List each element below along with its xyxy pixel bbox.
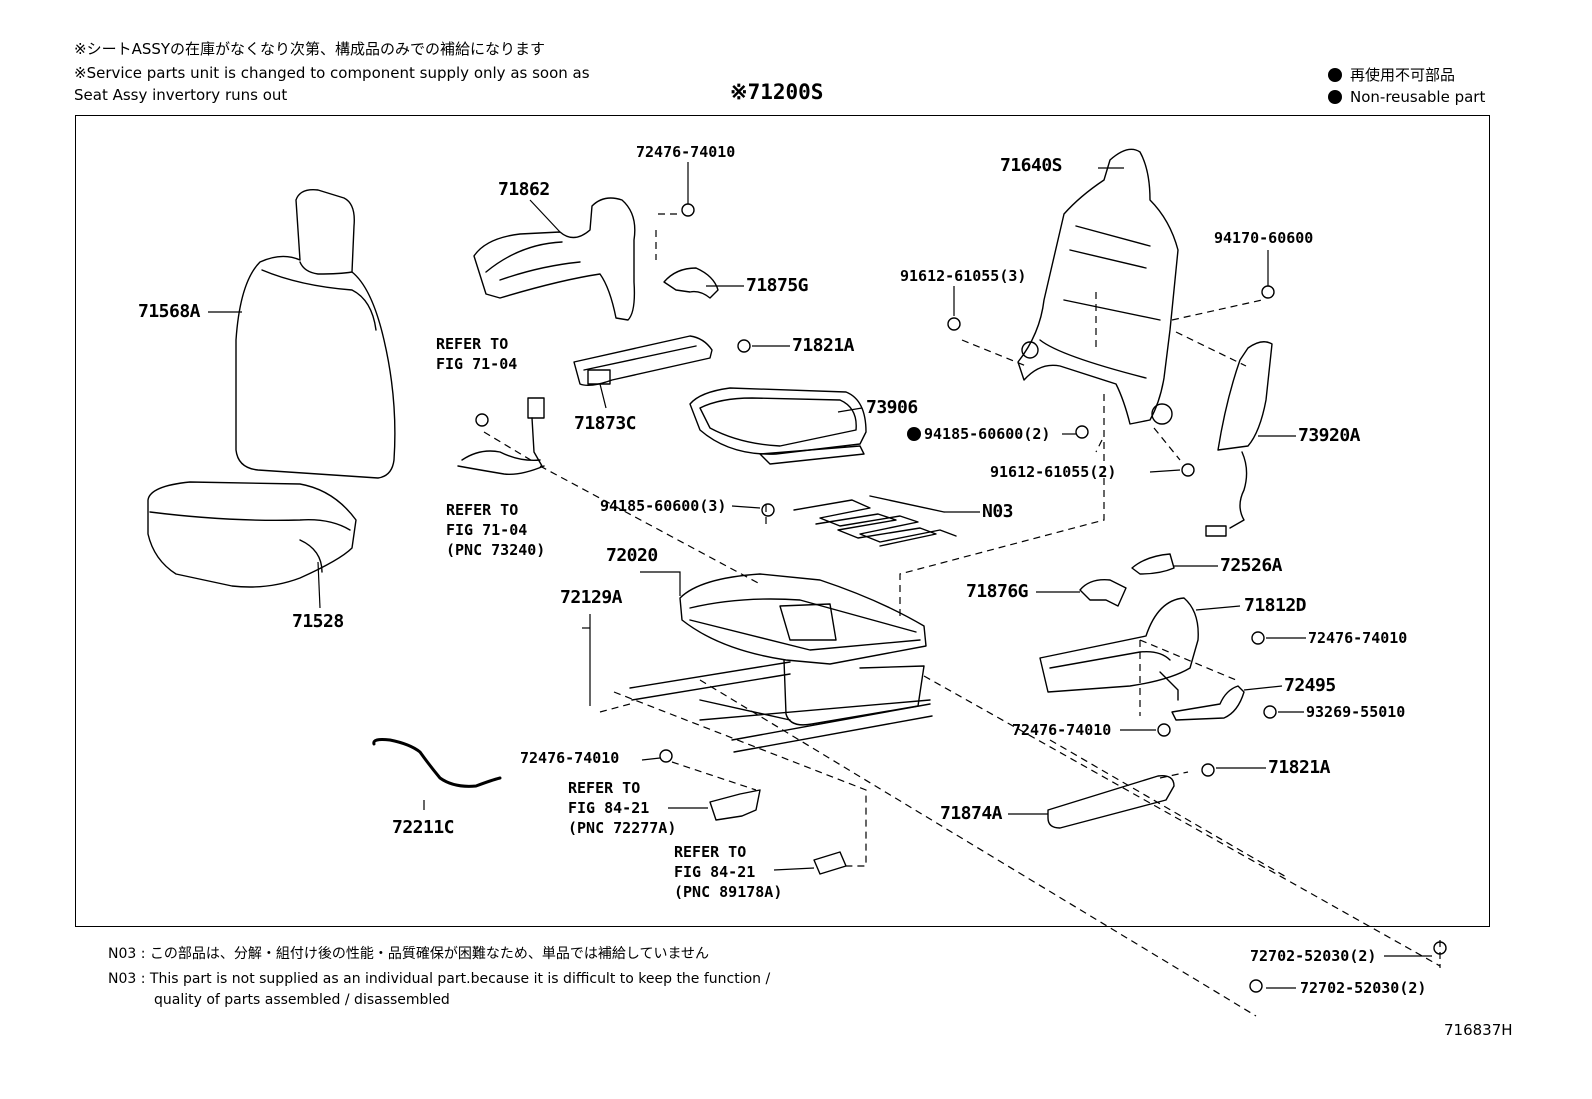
reference-line: REFER TO [446,501,519,519]
reference-line: (PNC 73240) [446,541,546,559]
seat-frame-72020-shape [629,573,933,753]
part-label-72702-52030-upper: 72702-52030(2) [1250,947,1377,965]
cover-71873c-shape [573,335,713,387]
non-reusable-dot-icon [907,427,921,441]
bolt-icon [1201,763,1215,777]
release-handle-72495-shape [1171,685,1245,721]
reference-line: REFER TO [568,779,641,797]
bolt-icon [1263,705,1277,719]
knob-72526a-shape [1131,553,1175,575]
assembly-number: ※71200S [730,80,824,104]
part-label-72020: 72020 [606,545,658,566]
figure-id: 716837H [1444,1021,1513,1039]
connector-72277a-shape [709,789,761,821]
legend-label-en: Non-reusable part [1350,88,1486,106]
part-label-72476-74010-top: 72476-74010 [636,143,736,161]
part-label-71528: 71528 [292,611,344,632]
part-label-72702-52030-lower: 72702-52030(2) [1300,979,1427,997]
bolt-icon [475,413,489,427]
reference-fig-84-21-b: REFER TO FIG 84-21 (PNC 89178A) [674,842,782,902]
footnote-n03-en-line1: N03 : This part is not supplied as an in… [108,971,771,987]
bolt-icon [1181,463,1195,477]
shield-71812d-shape [1039,597,1199,701]
bolt-icon [659,749,673,763]
seat-shield-shape [473,197,636,321]
part-label-72476-74010-left: 72476-74010 [520,749,620,767]
part-label-71812D: 71812D [1244,595,1307,616]
supply-note-en-line1: ※Service parts unit is changed to compon… [74,64,590,82]
spring-n03-shape [793,495,957,547]
part-label-94170-60600: 94170-60600 [1214,229,1314,247]
part-label-91612-61055-3: 91612-61055(3) [900,267,1027,285]
cover-71874a-shape [1047,775,1175,829]
part-label-72211C: 72211C [392,817,455,838]
side-airbag-73920a-shape [1205,341,1273,537]
part-label-72495: 72495 [1284,675,1336,696]
connector-89178a-shape [813,851,847,875]
bolt-icon [1249,979,1263,993]
reference-fig-84-21-a: REFER TO FIG 84-21 (PNC 72277A) [568,778,676,838]
legend-nonreusable-jp: 再使用不可部品 [1328,64,1455,85]
reference-line: FIG 84-21 [568,799,650,817]
part-label-72129A: 72129A [560,587,623,608]
part-label-72526A: 72526A [1220,555,1283,576]
reference-line: REFER TO [436,335,509,353]
bolt-icon [737,339,751,353]
part-label-71875G: 71875G [746,275,809,296]
footnote-n03-en-line2: quality of parts assembled / disassemble… [154,992,450,1008]
part-label-N03: N03 [982,501,1014,522]
bolt-icon [947,317,961,331]
reference-line: (PNC 72277A) [568,819,677,837]
non-reusable-dot-icon [1328,90,1342,104]
bolt-icon [1251,631,1265,645]
part-label-94185-60600-3: 94185-60600(3) [600,497,727,515]
lever-71876g-shape [1079,579,1127,607]
part-label-93269-55010: 93269-55010 [1306,703,1406,721]
bolt-icon [761,503,775,517]
footnote-n03-jp: N03 : この部品は、分解・組付け後の性能・品質確保が困難なため、単品では補給… [108,946,710,962]
non-reusable-dot-icon [1328,68,1342,82]
legend-nonreusable-en: Non-reusable part [1328,88,1485,106]
bolt-icon [1261,285,1275,299]
supply-note-en-line2: Seat Assy invertory runs out [74,86,288,104]
part-label-71873C: 71873C [574,413,637,434]
part-label-72476-74010-lower: 72476-74010 [1012,721,1112,739]
supply-note-jp: ※シートASSYの在庫がなくなり次第、構成品のみでの補給になります [74,40,546,58]
reference-line: (PNC 89178A) [674,883,783,901]
seat-pad-73906-shape [689,387,867,465]
seat-wire-shape [372,738,502,788]
reference-line: REFER TO [674,843,747,861]
part-label-71874A: 71874A [940,803,1003,824]
reference-line: FIG 71-04 [436,355,518,373]
part-label-91612-61055-2: 91612-61055(2) [990,463,1117,481]
belt-buckle-shape [457,397,545,476]
part-label-94185-60600-2: 94185-60600(2) [924,425,1051,443]
part-label-71821A-lower: 71821A [1268,757,1331,778]
reference-fig-71-04-lower: REFER TO FIG 71-04 (PNC 73240) [446,500,545,560]
part-label-71876G: 71876G [966,581,1029,602]
part-label-71862: 71862 [498,179,550,200]
bracket-71875g-shape [663,267,719,299]
part-label-73920A: 73920A [1298,425,1361,446]
part-label-71640S: 71640S [1000,155,1063,176]
bolt-icon [1157,723,1171,737]
reference-line: FIG 84-21 [674,863,756,881]
part-label-72476-74010-right: 72476-74010 [1308,629,1408,647]
part-label-73906: 73906 [866,397,918,418]
seat-back-cover-shape [235,189,396,479]
bolt-icon [681,203,695,217]
diagram-frame [75,115,1490,927]
legend-label-jp: 再使用不可部品 [1350,66,1456,84]
part-label-71568A: 71568A [138,301,201,322]
part-label-71821A-upper: 71821A [792,335,855,356]
seat-cushion-cover-shape [147,481,357,588]
bolt-icon [1075,425,1089,439]
reference-line: FIG 71-04 [446,521,528,539]
reference-fig-71-04-upper: REFER TO FIG 71-04 [436,334,517,374]
seat-back-frame-71640s-shape [1017,148,1179,425]
